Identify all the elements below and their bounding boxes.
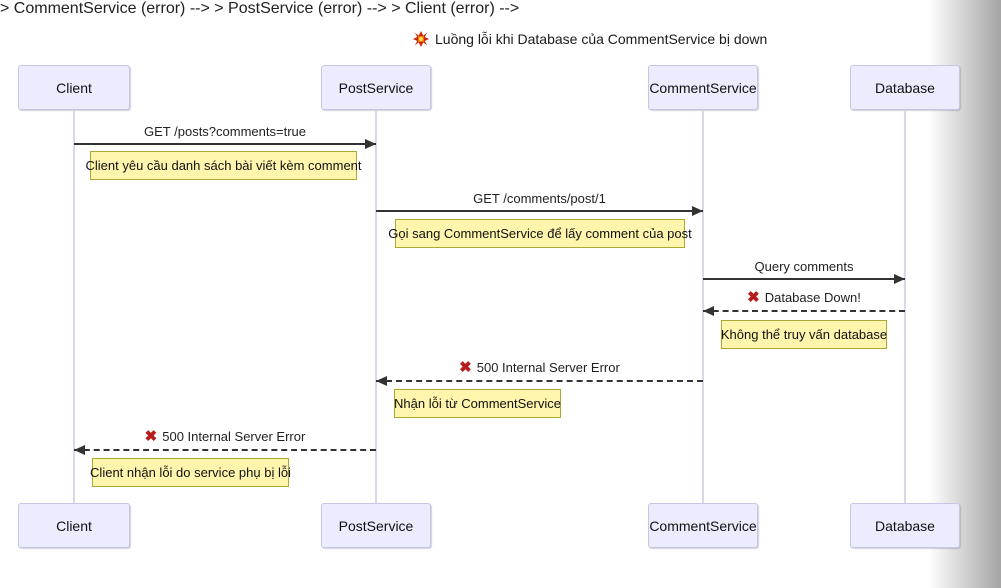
actor-label: Database [875, 79, 935, 96]
actor-label: Database [875, 517, 935, 534]
message-text: 500 Internal Server Error [476, 360, 620, 375]
message-label: GET /comments/post/1 [376, 191, 703, 206]
note: Không thể truy vấn database [721, 320, 887, 349]
actor-commentservice-bottom: CommentService [648, 503, 758, 548]
actor-postservice-top: PostService [321, 65, 431, 110]
actor-label: PostService [338, 79, 414, 96]
actor-commentservice-top: CommentService [648, 65, 758, 110]
arrowhead-right-icon [365, 139, 376, 149]
message-text: Query comments [754, 259, 854, 274]
message-line-solid [74, 143, 376, 145]
note-text: Nhận lỗi từ CommentService [394, 396, 561, 411]
message-label: GET /posts?comments=true [74, 124, 376, 139]
message-label: Query comments [703, 259, 905, 274]
message-text: GET /posts?comments=true [144, 124, 306, 139]
actor-client-bottom: Client [18, 503, 130, 548]
diagram-title: Luồng lỗi khi Database của CommentServic… [413, 31, 767, 47]
cross-mark-icon: ✖ [459, 359, 472, 376]
actor-client-top: Client [18, 65, 130, 110]
message-text: GET /comments/post/1 [473, 191, 606, 206]
note-text: Không thể truy vấn database [720, 327, 888, 342]
lifeline-database [904, 110, 906, 503]
arrowhead-left-icon [703, 306, 714, 316]
lifeline-postservice [375, 110, 377, 503]
message-line-solid [703, 278, 905, 280]
message-line-dashed [74, 449, 376, 451]
actor-label: Client [56, 517, 92, 534]
actor-database-bottom: Database [850, 503, 960, 548]
message-label: ✖ Database Down! [703, 290, 905, 305]
message-line-dashed [376, 380, 703, 382]
note: Nhận lỗi từ CommentService [394, 389, 561, 418]
cross-mark-icon: ✖ [144, 428, 158, 445]
arrowhead-left-icon [376, 376, 387, 386]
actor-database-top: Database [850, 65, 960, 110]
message-label: ✖ 500 Internal Server Error [376, 360, 703, 375]
lifeline-client [73, 110, 75, 503]
message-line-solid [376, 210, 703, 212]
actor-postservice-bottom: PostService [321, 503, 431, 548]
arrowhead-right-icon [894, 274, 905, 284]
actor-label: Client [56, 79, 92, 96]
note-text: Client nhận lỗi do service phụ bị lỗi [90, 465, 291, 480]
diagram-title-text: Luồng lỗi khi Database của CommentServic… [435, 31, 768, 47]
actor-label: CommentService [649, 517, 757, 534]
collision-burst-icon [413, 31, 429, 47]
message-text: Database Down! [764, 290, 861, 305]
note: Client yêu cầu danh sách bài viết kèm co… [85, 151, 362, 180]
message-text: 500 Internal Server Error [162, 429, 306, 444]
actor-label: PostService [338, 517, 414, 534]
message-line-dashed [703, 310, 905, 312]
arrowhead-left-icon [74, 445, 85, 455]
cross-mark-icon: ✖ [747, 289, 760, 306]
note: Gọi sang CommentService để lấy comment c… [388, 219, 692, 248]
note-text: Client yêu cầu danh sách bài viết kèm co… [85, 158, 362, 173]
note: Client nhận lỗi do service phụ bị lỗi [90, 458, 291, 487]
note-text: Gọi sang CommentService để lấy comment c… [388, 226, 692, 241]
message-label: ✖ 500 Internal Server Error [74, 429, 376, 444]
actor-label: CommentService [649, 79, 757, 96]
arrowhead-right-icon [692, 206, 703, 216]
